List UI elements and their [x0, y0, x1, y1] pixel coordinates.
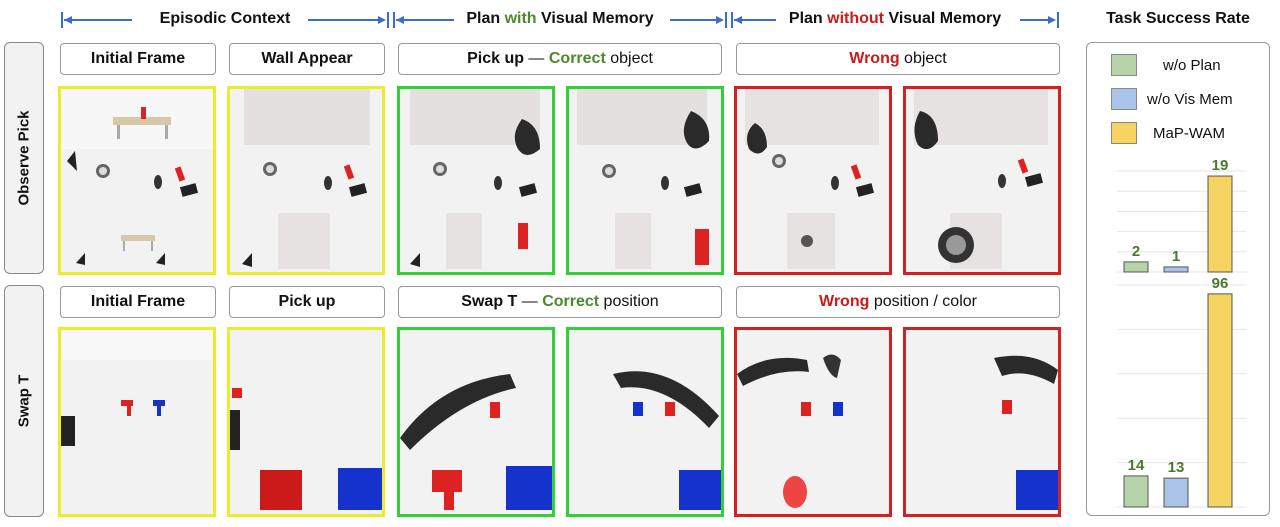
arrow-left-icon [61, 12, 389, 28]
legend-swatch-map-wam [1111, 122, 1137, 144]
bar-plot: 2 1 19 14 13 96 [1117, 157, 1247, 508]
header-plan-with-label: Plan with Visual Memory [466, 10, 653, 27]
scene-image [230, 89, 382, 272]
legend-label: w/o Plan [1163, 57, 1221, 74]
bar-value-label: 14 [1128, 457, 1145, 474]
frame-swap-initial [58, 327, 216, 517]
caption-correct-object: Pick up — Correct object [398, 43, 722, 75]
legend-swatch-w-o-plan [1111, 54, 1137, 76]
header-highlight: without [827, 10, 884, 27]
frame-observe-initial [58, 86, 216, 275]
header-episodic: Episodic Context [60, 9, 390, 29]
frame-observe-correct-1 [397, 86, 555, 275]
frame-observe-wrong-2 [903, 86, 1061, 275]
row-label-text: Observe Pick [15, 110, 33, 206]
chart-title: Task Success Rate [1106, 10, 1250, 27]
row-label-swap-t: Swap T [4, 285, 44, 517]
bar-value-label: 1 [1172, 248, 1180, 265]
header-plan-with: Plan with Visual Memory [392, 9, 728, 29]
bar-value-label: 2 [1132, 243, 1140, 260]
bar-w-o-vis-mem [1163, 477, 1189, 508]
row-label-observe-pick: Observe Pick [4, 42, 44, 274]
header-plan-without-label: Plan without Visual Memory [789, 10, 1001, 27]
arrow-both-icon [393, 12, 727, 28]
caption-initial-frame: Initial Frame [60, 286, 216, 318]
bar-value-label: 13 [1168, 459, 1185, 476]
frame-swap-pickup [227, 327, 385, 517]
scene-image [569, 330, 721, 514]
header-highlight: with [504, 10, 537, 27]
caption-initial-frame: Initial Frame [60, 43, 216, 75]
frame-swap-wrong-2 [903, 327, 1061, 517]
bar-value-label: 96 [1212, 275, 1229, 292]
frame-swap-correct-1 [397, 327, 555, 517]
bar-value-label: 19 [1212, 157, 1229, 174]
header-text: Visual Memory [536, 10, 654, 27]
scene-image [737, 89, 889, 272]
caption-wall-appear: Wall Appear [229, 43, 385, 75]
frame-observe-correct-2 [566, 86, 724, 275]
frame-swap-correct-2 [566, 327, 724, 517]
caption-pick-up: Pick up [229, 286, 385, 318]
bar-w-o-plan [1123, 475, 1149, 508]
scene-image [906, 89, 1058, 272]
scene-image [569, 89, 721, 272]
arrow-both-icon [731, 12, 1059, 28]
scene-image [906, 330, 1058, 514]
header-text: Visual Memory [884, 10, 1002, 27]
header-episodic-label: Episodic Context [159, 10, 291, 27]
bar-map-wam [1207, 293, 1233, 508]
header-text: Plan [788, 10, 828, 27]
bar-w-o-vis-mem [1163, 266, 1189, 273]
legend-label: MaP-WAM [1153, 125, 1225, 142]
frame-observe-wall [227, 86, 385, 275]
bar-w-o-plan [1123, 261, 1149, 273]
caption-wrong-position: Wrong position / color [736, 286, 1060, 318]
scene-image [230, 330, 382, 514]
scene-image [61, 89, 213, 272]
scene-image [400, 89, 552, 272]
bar-map-wam [1207, 175, 1233, 273]
caption-correct-position: Swap T — Correct position [398, 286, 722, 318]
row-label-text: Swap T [15, 374, 33, 428]
header-text: Plan [466, 10, 505, 27]
header-plan-without: Plan without Visual Memory [730, 9, 1060, 29]
frame-swap-wrong-1 [734, 327, 892, 517]
frame-observe-wrong-1 [734, 86, 892, 275]
legend-swatch-w-o-vis-mem [1111, 88, 1137, 110]
scene-image [737, 330, 889, 514]
legend-label: w/o Vis Mem [1147, 91, 1233, 108]
scene-image [61, 330, 213, 514]
caption-wrong-object: Wrong object [736, 43, 1060, 75]
scene-image [400, 330, 552, 514]
success-rate-chart: w/o Plan w/o Vis Mem MaP-WAM 2 1 19 14 13 96 [1086, 42, 1270, 516]
